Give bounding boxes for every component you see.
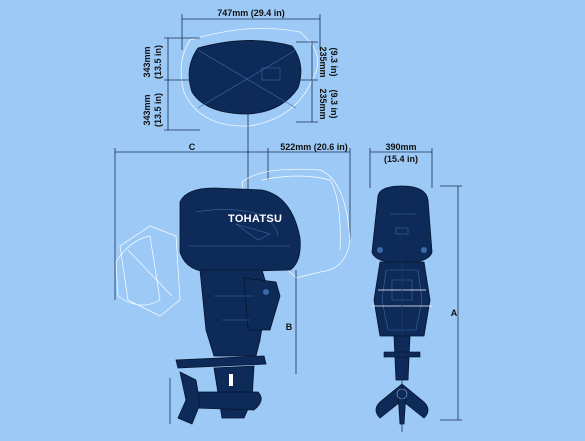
clamp-bracket	[243, 277, 281, 331]
cavitation-plate	[175, 355, 267, 369]
top-left-lower-mm: 343mm	[142, 94, 152, 125]
front-width-mm: 390mm	[385, 142, 416, 152]
top-left-upper-in: (13.5 in)	[153, 45, 163, 79]
top-width-label: 747mm (29.4 in)	[217, 8, 285, 18]
cowl-top	[188, 40, 302, 115]
top-left-lower-in: (13.5 in)	[153, 93, 163, 127]
front-prop-blade-left	[375, 383, 403, 419]
side-view: C 522mm (20.6 in) TOHATSU B	[114, 142, 351, 425]
front-a-label: A	[451, 308, 458, 318]
gearcase	[195, 391, 262, 411]
brand-logo: TOHATSU	[228, 213, 282, 225]
top-right-lower-in: (9.3 in)	[329, 89, 339, 118]
cowl-side	[179, 187, 301, 273]
top-left-upper-mm: 343mm	[142, 46, 152, 77]
top-right-upper-mm: 235mm	[318, 46, 328, 77]
side-tilt-label: 522mm (20.6 in)	[280, 142, 348, 152]
front-width-in: (15.4 in)	[384, 154, 418, 164]
propeller	[177, 371, 201, 425]
top-right-upper-in: (9.3 in)	[329, 47, 339, 76]
top-right-lower-mm: 235mm	[318, 88, 328, 119]
side-c-label: C	[189, 142, 196, 152]
front-prop-blade-right	[401, 383, 429, 419]
front-view: 390mm (15.4 in) A	[369, 142, 462, 432]
side-b-label: B	[286, 322, 293, 332]
